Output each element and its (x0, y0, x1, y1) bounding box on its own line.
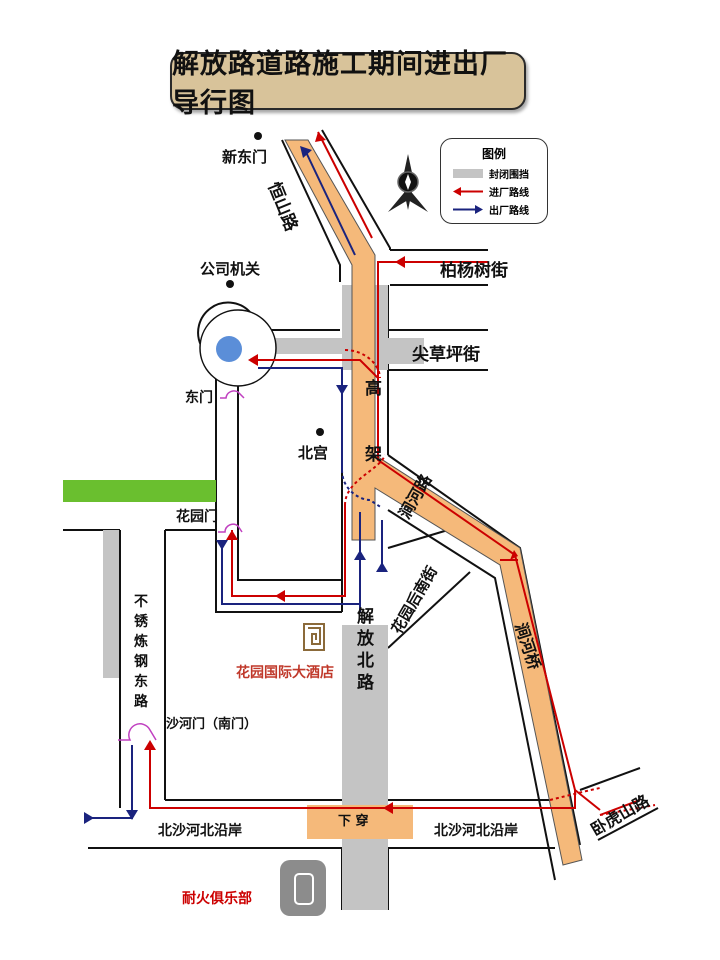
legend: 图例 封闭围挡 进厂路线 出厂路线 (440, 138, 548, 224)
xin-dongmen-dot (254, 132, 262, 140)
legend-label-inbound: 进厂路线 (489, 187, 529, 199)
label-beishahe-bank-left: 北沙河北沿岸 (158, 823, 242, 839)
page-title: 解放路道路施工期间进出厂导行图 (172, 49, 508, 119)
label-elevated-2: 架 (365, 445, 382, 465)
garden-gate-marker (218, 523, 243, 533)
label-beishahe-bank-right: 北沙河北沿岸 (434, 823, 518, 839)
label-north-palace: 北宫 (298, 444, 329, 462)
north-palace-dot (316, 428, 324, 436)
fire-club-icon (280, 860, 326, 916)
label-stainless-east-road: 不锈炼钢东路 (134, 594, 148, 710)
label-hengshan-road: 恒山路 (263, 179, 302, 235)
roundabout-center-icon (216, 336, 242, 362)
company-office-dot (226, 280, 234, 288)
label-boyangshu-street: 柏杨树街 (440, 261, 508, 281)
label-garden-hotel: 花园国际大酒店 (236, 665, 334, 681)
label-shahe-gate: 沙河门（南门） (166, 717, 258, 732)
hotel-logo-icon (303, 623, 325, 651)
inbound-arrowheads (144, 132, 518, 814)
compass-icon (388, 154, 428, 212)
gate-markers (118, 390, 245, 741)
legend-item-inbound: 进厂路线 (453, 183, 529, 199)
title-banner: 解放路道路施工期间进出厂导行图 (170, 49, 526, 119)
road-edges (63, 129, 659, 910)
east-gate-marker (220, 390, 245, 399)
roundabout (197, 301, 277, 387)
legend-swatch-barricade (453, 168, 483, 178)
label-garden-back-south-street: 花园后南街 (388, 563, 441, 637)
label-company-office: 公司机关 (200, 260, 261, 278)
label-elevated-1: 高 (365, 379, 382, 399)
elevated-road (284, 139, 583, 866)
legend-label-outbound: 出厂路线 (489, 205, 529, 217)
label-xin-dongmen: 新东门 (222, 148, 268, 166)
legend-title: 图例 (481, 147, 506, 161)
legend-item-barricade: 封闭围挡 (453, 165, 529, 181)
label-fire-club: 耐火俱乐部 (182, 891, 252, 907)
legend-item-outbound: 出厂路线 (453, 201, 529, 217)
label-garden-gate: 花园门 (176, 509, 218, 525)
legend-label-barricade: 封闭围挡 (489, 169, 529, 181)
shahe-gate-marker (118, 723, 157, 741)
legend-arrow-inbound-icon (453, 186, 483, 196)
legend-arrow-outbound-icon (453, 204, 483, 214)
inbound-route (149, 131, 641, 816)
label-east-gate: 东门 (185, 390, 213, 406)
label-jiefang-north-road: 解放北路 (357, 607, 374, 693)
outbound-arrowheads (84, 146, 388, 824)
green-belt (63, 480, 216, 502)
underpass-box (307, 805, 413, 839)
inbound-dotted (344, 349, 656, 816)
label-jiancaoping-street: 尖草坪街 (412, 345, 480, 365)
label-underpass: 下 穿 (338, 814, 369, 829)
